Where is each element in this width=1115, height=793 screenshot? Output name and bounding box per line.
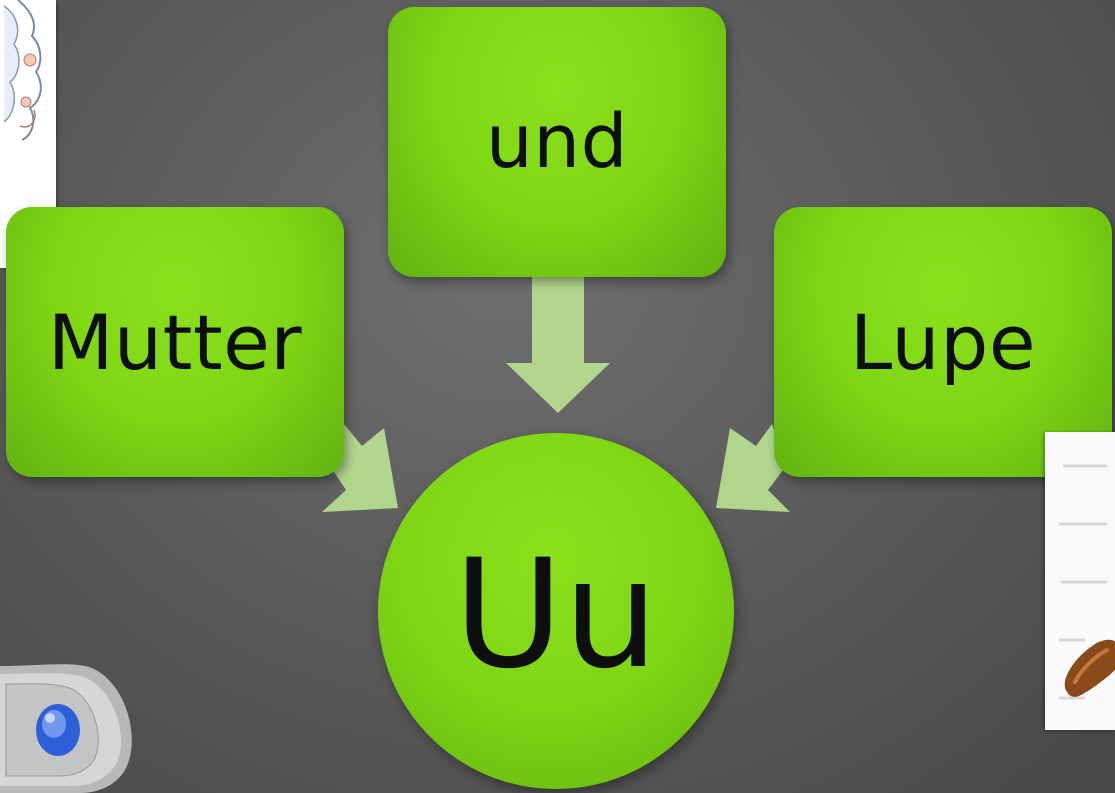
arrow-und-to-center bbox=[506, 277, 610, 413]
word-lupe-label: Lupe bbox=[849, 297, 1037, 387]
word-box-und: und bbox=[388, 7, 726, 277]
word-box-mutter: Mutter bbox=[6, 207, 344, 477]
center-letter-circle: Uu bbox=[378, 433, 734, 789]
center-letter-label: Uu bbox=[453, 528, 659, 702]
word-mutter-label: Mutter bbox=[47, 297, 303, 387]
speaker-icon[interactable] bbox=[0, 660, 140, 793]
arrow-lupe-to-center bbox=[716, 424, 790, 512]
word-und-label: und bbox=[485, 99, 629, 185]
magnifier-clipart-image bbox=[1045, 432, 1115, 730]
